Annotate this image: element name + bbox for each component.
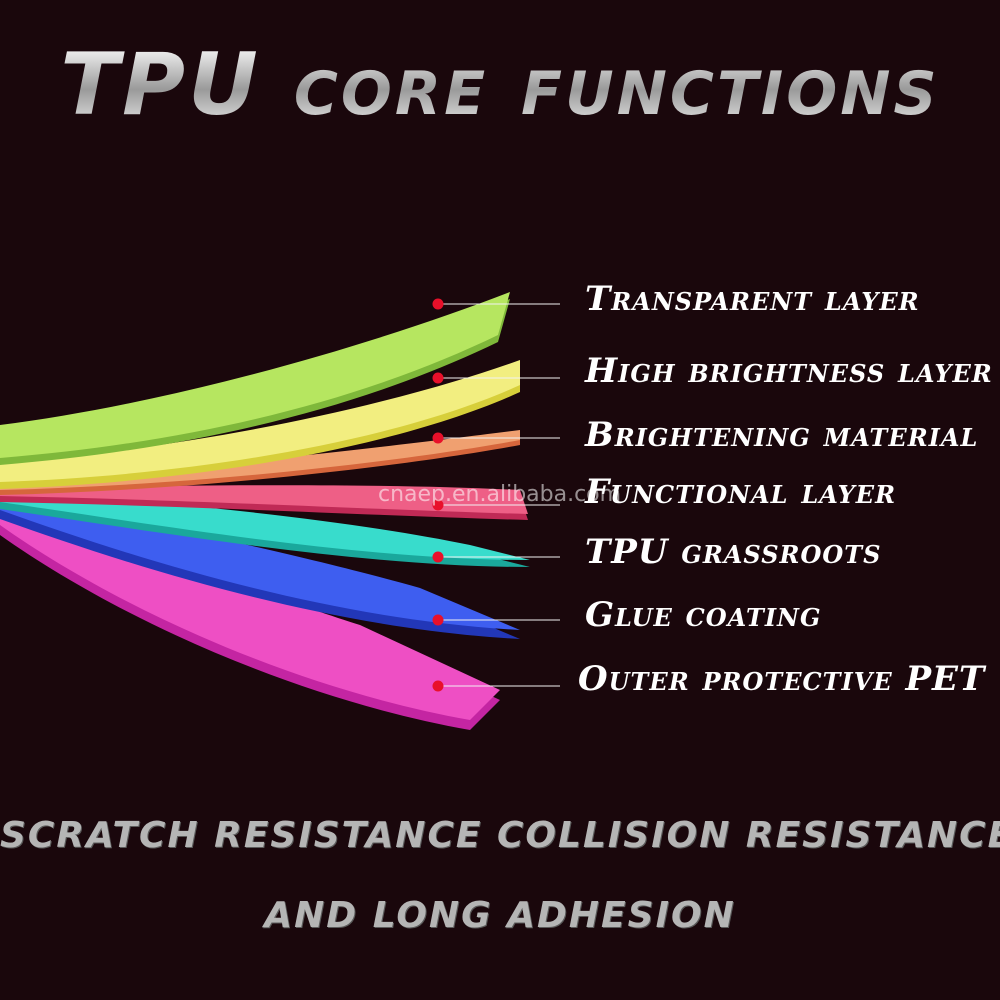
layer-label-1: Transparent layer	[585, 279, 920, 319]
layer-marker-dot	[432, 551, 444, 563]
layer-4	[0, 485, 528, 520]
footer-line-2: AND LONG ADHESION	[264, 895, 736, 936]
layer-face	[0, 492, 530, 560]
layer-label-6: Glue coating	[585, 595, 822, 635]
layer-marker-dot	[432, 680, 444, 692]
layer-label-5: TPU grassroots	[585, 532, 882, 572]
watermark: cnaep.en.alibaba.com	[378, 482, 622, 507]
layer-label-2: High brightness layer	[585, 351, 993, 391]
layer-marker-dot	[432, 499, 444, 511]
layer-5	[0, 492, 530, 567]
layer-marker-dot	[432, 614, 444, 626]
layer-1	[0, 292, 510, 465]
layer-marker-dot	[432, 432, 444, 444]
layer-label-7: Outer protective PET	[578, 659, 986, 699]
layer-2	[0, 360, 520, 489]
layer-label-3: Brightening material	[585, 415, 979, 455]
layer-marker-dot	[432, 298, 444, 310]
layer-6	[0, 498, 520, 639]
layer-face	[0, 485, 528, 514]
page-title: TPU core functions	[0, 42, 1000, 128]
footer-line-1: SCRATCH RESISTANCE COLLISION RESISTANCE	[0, 815, 1000, 856]
layer-face	[0, 498, 520, 630]
layer-marker-dot	[432, 372, 444, 384]
layer-face	[0, 292, 510, 458]
layer-label-4: Functional layer	[585, 472, 897, 512]
layer-face	[0, 360, 520, 482]
